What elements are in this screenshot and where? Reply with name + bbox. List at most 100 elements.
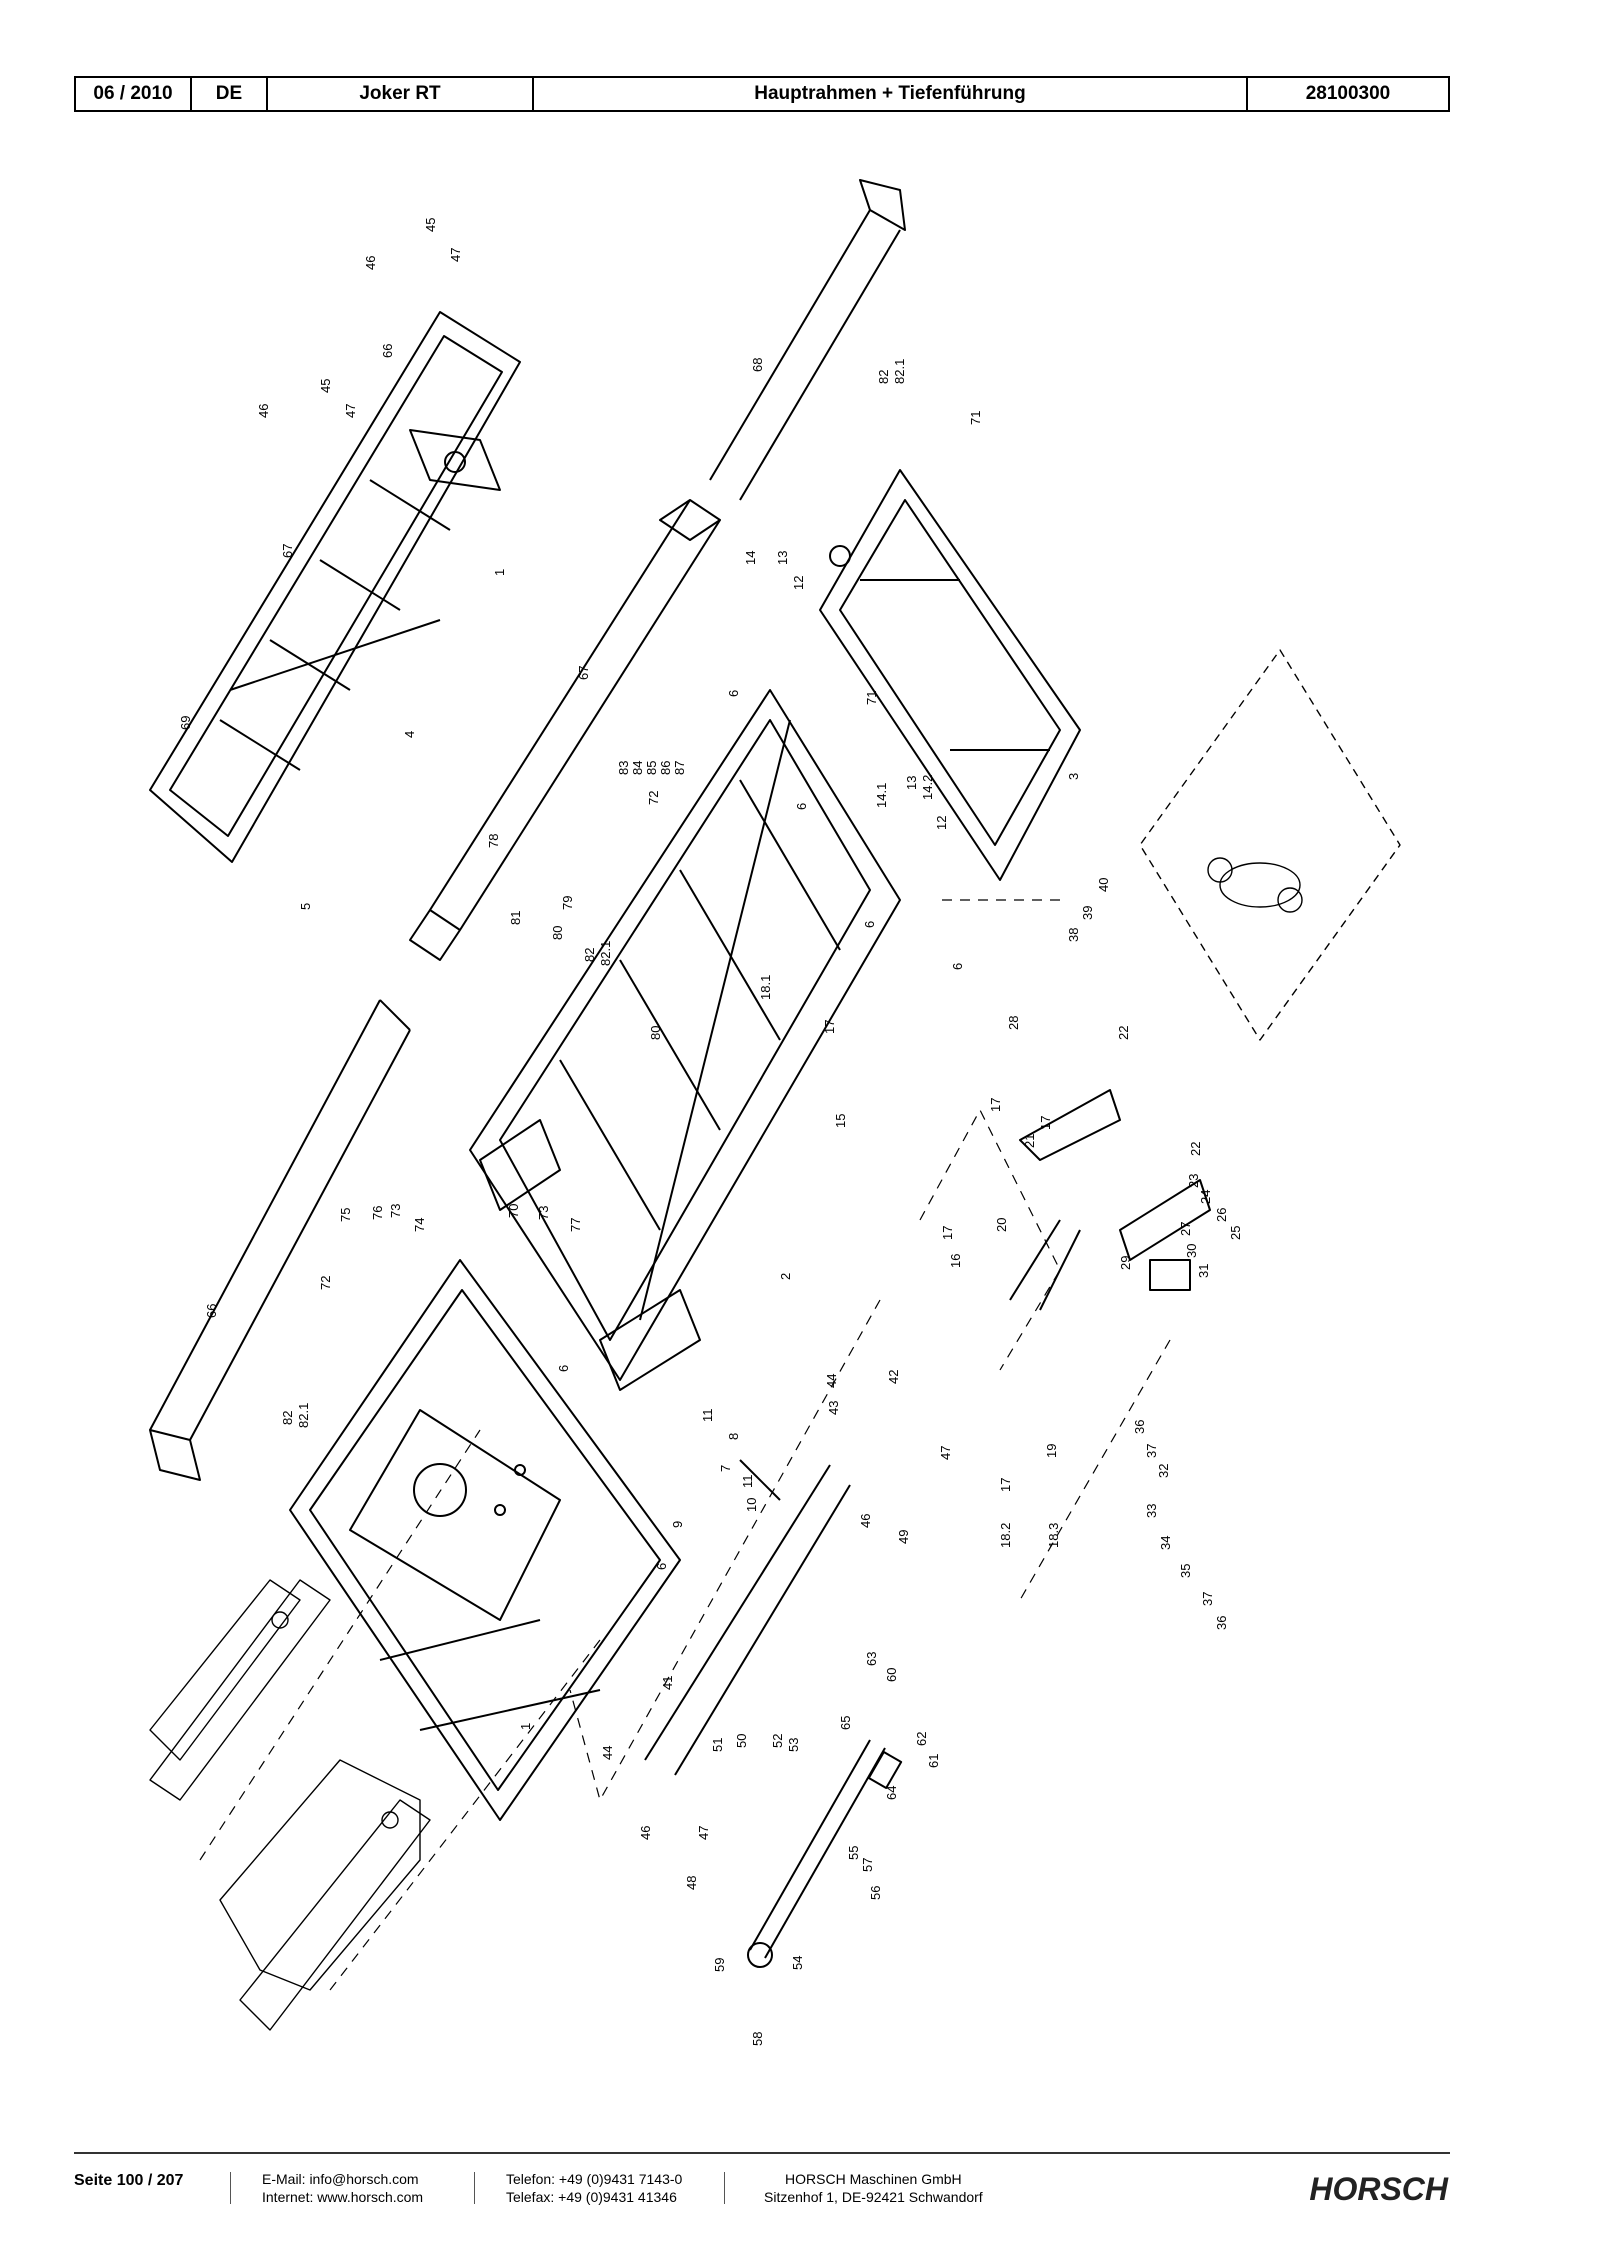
part-label: 63 <box>864 1652 879 1666</box>
part-label: 82.1 <box>892 359 907 384</box>
part-label: 26 <box>1214 1208 1229 1222</box>
upper-left-frame <box>149 311 521 863</box>
part-label: 15 <box>833 1114 848 1128</box>
part-label: 5 <box>298 903 313 910</box>
part-label: 19 <box>1044 1444 1059 1458</box>
part-label: 14.2 <box>920 775 935 800</box>
part-label: 46 <box>256 404 271 418</box>
part-label: 76 <box>370 1206 385 1220</box>
part-label: 47 <box>696 1826 711 1840</box>
part-label: 44 <box>824 1374 839 1388</box>
part-number-labels: 45 46 47 66 45 46 47 67 1 4 69 5 68 82 8… <box>178 218 1243 2046</box>
part-label: 25 <box>1228 1226 1243 1240</box>
part-label: 36 <box>1214 1616 1229 1630</box>
part-label: 39 <box>1080 906 1095 920</box>
footer-separator <box>724 2172 725 2204</box>
part-label: 22 <box>1188 1142 1203 1156</box>
part-label: 75 <box>338 1208 353 1222</box>
part-label: 50 <box>734 1734 749 1748</box>
part-label: 82.1 <box>598 941 613 966</box>
horsch-logo-text: HORSCH <box>1309 2171 1449 2207</box>
part-label: 55 <box>846 1846 861 1860</box>
part-label: 16 <box>948 1254 963 1268</box>
header-model: Joker RT <box>268 78 534 110</box>
part-label: 6 <box>950 963 965 970</box>
part-label: 49 <box>896 1530 911 1544</box>
part-label: 83 <box>616 761 631 775</box>
part-label: 52 <box>770 1734 785 1748</box>
part-label: 58 <box>750 2032 765 2046</box>
part-label: 32 <box>1156 1464 1171 1478</box>
depth-cylinder <box>644 1459 903 1968</box>
header-date: 06 / 2010 <box>76 78 192 110</box>
part-label: 1 <box>518 1723 533 1730</box>
part-label: 71 <box>864 691 879 705</box>
footer-phone: Telefon: +49 (0)9431 7143-0 <box>506 2171 683 2187</box>
detail-view-inset <box>1139 649 1401 1041</box>
part-label: 3 <box>1066 773 1081 780</box>
part-label: 18.1 <box>758 975 773 1000</box>
part-label: 60 <box>884 1668 899 1682</box>
part-label: 29 <box>1118 1256 1133 1270</box>
part-label: 4 <box>402 731 417 738</box>
part-label: 53 <box>786 1738 801 1752</box>
part-label: 17 <box>940 1226 955 1240</box>
hydraulic-cylinder <box>1009 1089 1211 1311</box>
center-main-frame <box>469 689 901 1391</box>
part-label: 28 <box>1006 1016 1021 1030</box>
footer-contact-web: E-Mail: info@horsch.com Internet: www.ho… <box>262 2170 423 2206</box>
part-label: 84 <box>630 761 645 775</box>
part-label: 77 <box>568 1218 583 1232</box>
part-label: 56 <box>868 1886 883 1900</box>
part-label: 14.1 <box>874 783 889 808</box>
part-label: 47 <box>938 1446 953 1460</box>
part-label: 12 <box>791 576 806 590</box>
part-label: 78 <box>486 834 501 848</box>
part-label: 54 <box>790 1956 805 1970</box>
part-label: 45 <box>318 379 333 393</box>
footer-contact-phone: Telefon: +49 (0)9431 7143-0 Telefax: +49… <box>506 2170 682 2206</box>
part-label: 13 <box>904 776 919 790</box>
part-label: 7 <box>718 1465 733 1472</box>
part-label: 18.2 <box>998 1523 1013 1548</box>
part-label: 51 <box>710 1738 725 1752</box>
dashed-leaders <box>199 899 1171 1991</box>
part-label: 86 <box>658 761 673 775</box>
right-upper-frame <box>819 469 1081 881</box>
part-label: 79 <box>560 896 575 910</box>
part-label: 17 <box>998 1478 1013 1492</box>
part-label: 42 <box>886 1370 901 1384</box>
part-label: 64 <box>884 1786 899 1800</box>
part-label: 6 <box>726 690 741 697</box>
part-label: 44 <box>600 1746 615 1760</box>
part-label: 20 <box>994 1218 1009 1232</box>
part-label: 46 <box>638 1826 653 1840</box>
part-label: 72 <box>646 791 661 805</box>
part-label: 10 <box>744 1498 759 1512</box>
footer-address: Sitzenhof 1, DE-92421 Schwandorf <box>764 2189 983 2205</box>
footer: Seite 100 / 207 E-Mail: info@horsch.com … <box>74 2168 1450 2228</box>
part-label: 82.1 <box>296 1403 311 1428</box>
part-label: 12 <box>934 816 949 830</box>
part-label: 18.3 <box>1046 1523 1061 1548</box>
part-label: 57 <box>860 1858 875 1872</box>
footer-separator <box>230 2172 231 2204</box>
part-label: 73 <box>388 1204 403 1218</box>
part-label: 47 <box>448 248 463 262</box>
header-title: Hauptrahmen + Tiefenführung <box>534 78 1248 110</box>
horsch-logo: HORSCH <box>1309 2171 1449 2207</box>
footer-company: HORSCH Maschinen GmbH <box>785 2171 962 2187</box>
lower-left-frame <box>289 1259 681 1821</box>
footer-email: E-Mail: info@horsch.com <box>262 2171 419 2187</box>
part-label: 35 <box>1178 1564 1193 1578</box>
part-label: 67 <box>280 544 295 558</box>
part-label: 66 <box>380 344 395 358</box>
header-table: 06 / 2010 DE Joker RT Hauptrahmen + Tief… <box>74 76 1450 112</box>
footer-divider <box>74 2152 1450 2154</box>
part-label: 81 <box>508 911 523 925</box>
part-label: 21 <box>1022 1134 1037 1148</box>
part-label: 37 <box>1144 1444 1159 1458</box>
part-label: 37 <box>1200 1592 1215 1606</box>
part-label: 72 <box>318 1276 333 1290</box>
